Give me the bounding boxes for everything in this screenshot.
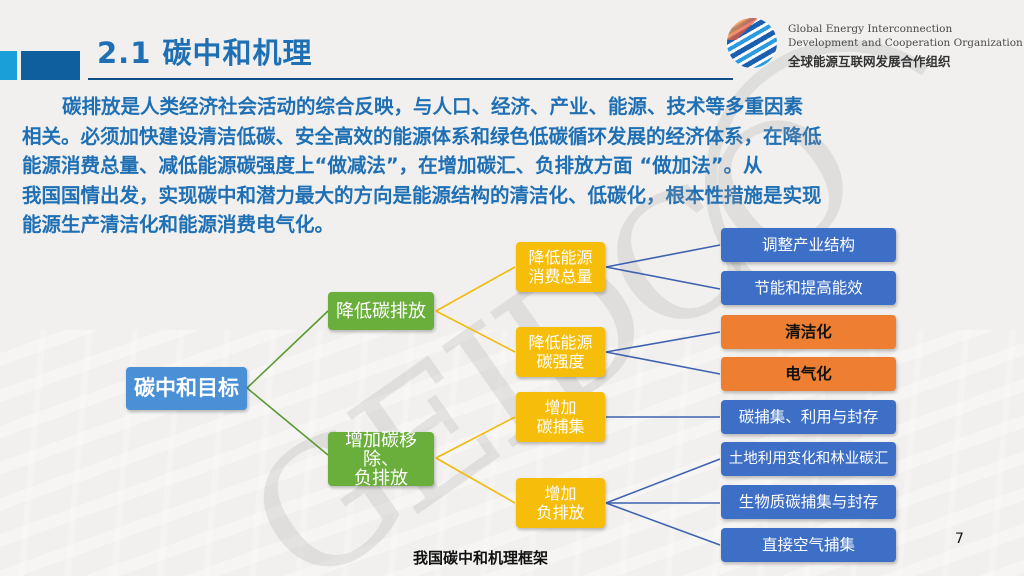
node-energy-efficiency: 节能和提高能效 bbox=[721, 271, 896, 305]
body-paragraph: 碳排放是人类经济社会活动的综合反映，与人口、经济、产业、能源、技术等多重因素 相… bbox=[22, 92, 1002, 240]
node-direct-air-capture: 直接空气捕集 bbox=[721, 528, 896, 562]
org-name-en: Global Energy Interconnection Developmen… bbox=[788, 22, 1023, 50]
paragraph-line: 相关。必须加快建设清洁低碳、安全高效的能源体系和绿色低碳循环发展的经济体系，在降… bbox=[22, 124, 822, 148]
org-name-en-line2: Development and Cooperation Organization bbox=[788, 37, 1023, 49]
node-reduce-carbon-intensity: 降低能源 碳强度 bbox=[516, 327, 605, 377]
node-ccus: 碳捕集、利用与封存 bbox=[721, 400, 896, 434]
paragraph-line: 碳排放是人类经济社会活动的综合反映，与人口、经济、产业、能源、技术等多重因素 bbox=[62, 95, 804, 118]
node-land-forestry-sink: 土地利用变化和林业碳汇 bbox=[721, 442, 896, 476]
title-accent-bar-light bbox=[0, 51, 17, 80]
globe-stripes-logo-icon bbox=[727, 18, 777, 68]
diagram-caption: 我国碳中和机理框架 bbox=[413, 549, 549, 567]
slide-title: 2.1 碳中和机理 bbox=[97, 36, 313, 70]
title-accent-bar-dark bbox=[21, 51, 80, 80]
page-number: 7 bbox=[955, 531, 964, 547]
title-underline bbox=[88, 78, 733, 80]
paragraph-line: 我国国情出发，实现碳中和潜力最大的方向是能源结构的清洁化、低碳化，根本性措施是实… bbox=[22, 183, 822, 207]
node-clean: 清洁化 bbox=[721, 315, 896, 349]
org-name-en-line1: Global Energy Interconnection bbox=[788, 23, 953, 35]
node-beccs: 生物质碳捕集与封存 bbox=[721, 485, 896, 519]
node-increase-negative-emissions: 增加 负排放 bbox=[516, 478, 605, 528]
node-increase-removal: 增加碳移除、 负排放 bbox=[328, 431, 434, 488]
org-name-cn: 全球能源互联网发展合作组织 bbox=[788, 54, 951, 69]
node-increase-carbon-capture: 增加 碳捕集 bbox=[516, 392, 605, 442]
node-electrification: 电气化 bbox=[721, 357, 896, 391]
node-adjust-industry-structure: 调整产业结构 bbox=[721, 228, 896, 262]
node-reduce-energy-consumption: 降低能源 消费总量 bbox=[516, 242, 605, 292]
node-root-carbon-neutral-goal: 碳中和目标 bbox=[126, 367, 247, 410]
paragraph-line: 能源消费总量、减低能源碳强度上“做减法”，在增加碳汇、负排放方面 “做加法”。从 bbox=[22, 154, 763, 177]
node-reduce-emissions: 降低碳排放 bbox=[328, 292, 434, 330]
paragraph-line: 能源生产清洁化和能源消费电气化。 bbox=[22, 213, 335, 236]
